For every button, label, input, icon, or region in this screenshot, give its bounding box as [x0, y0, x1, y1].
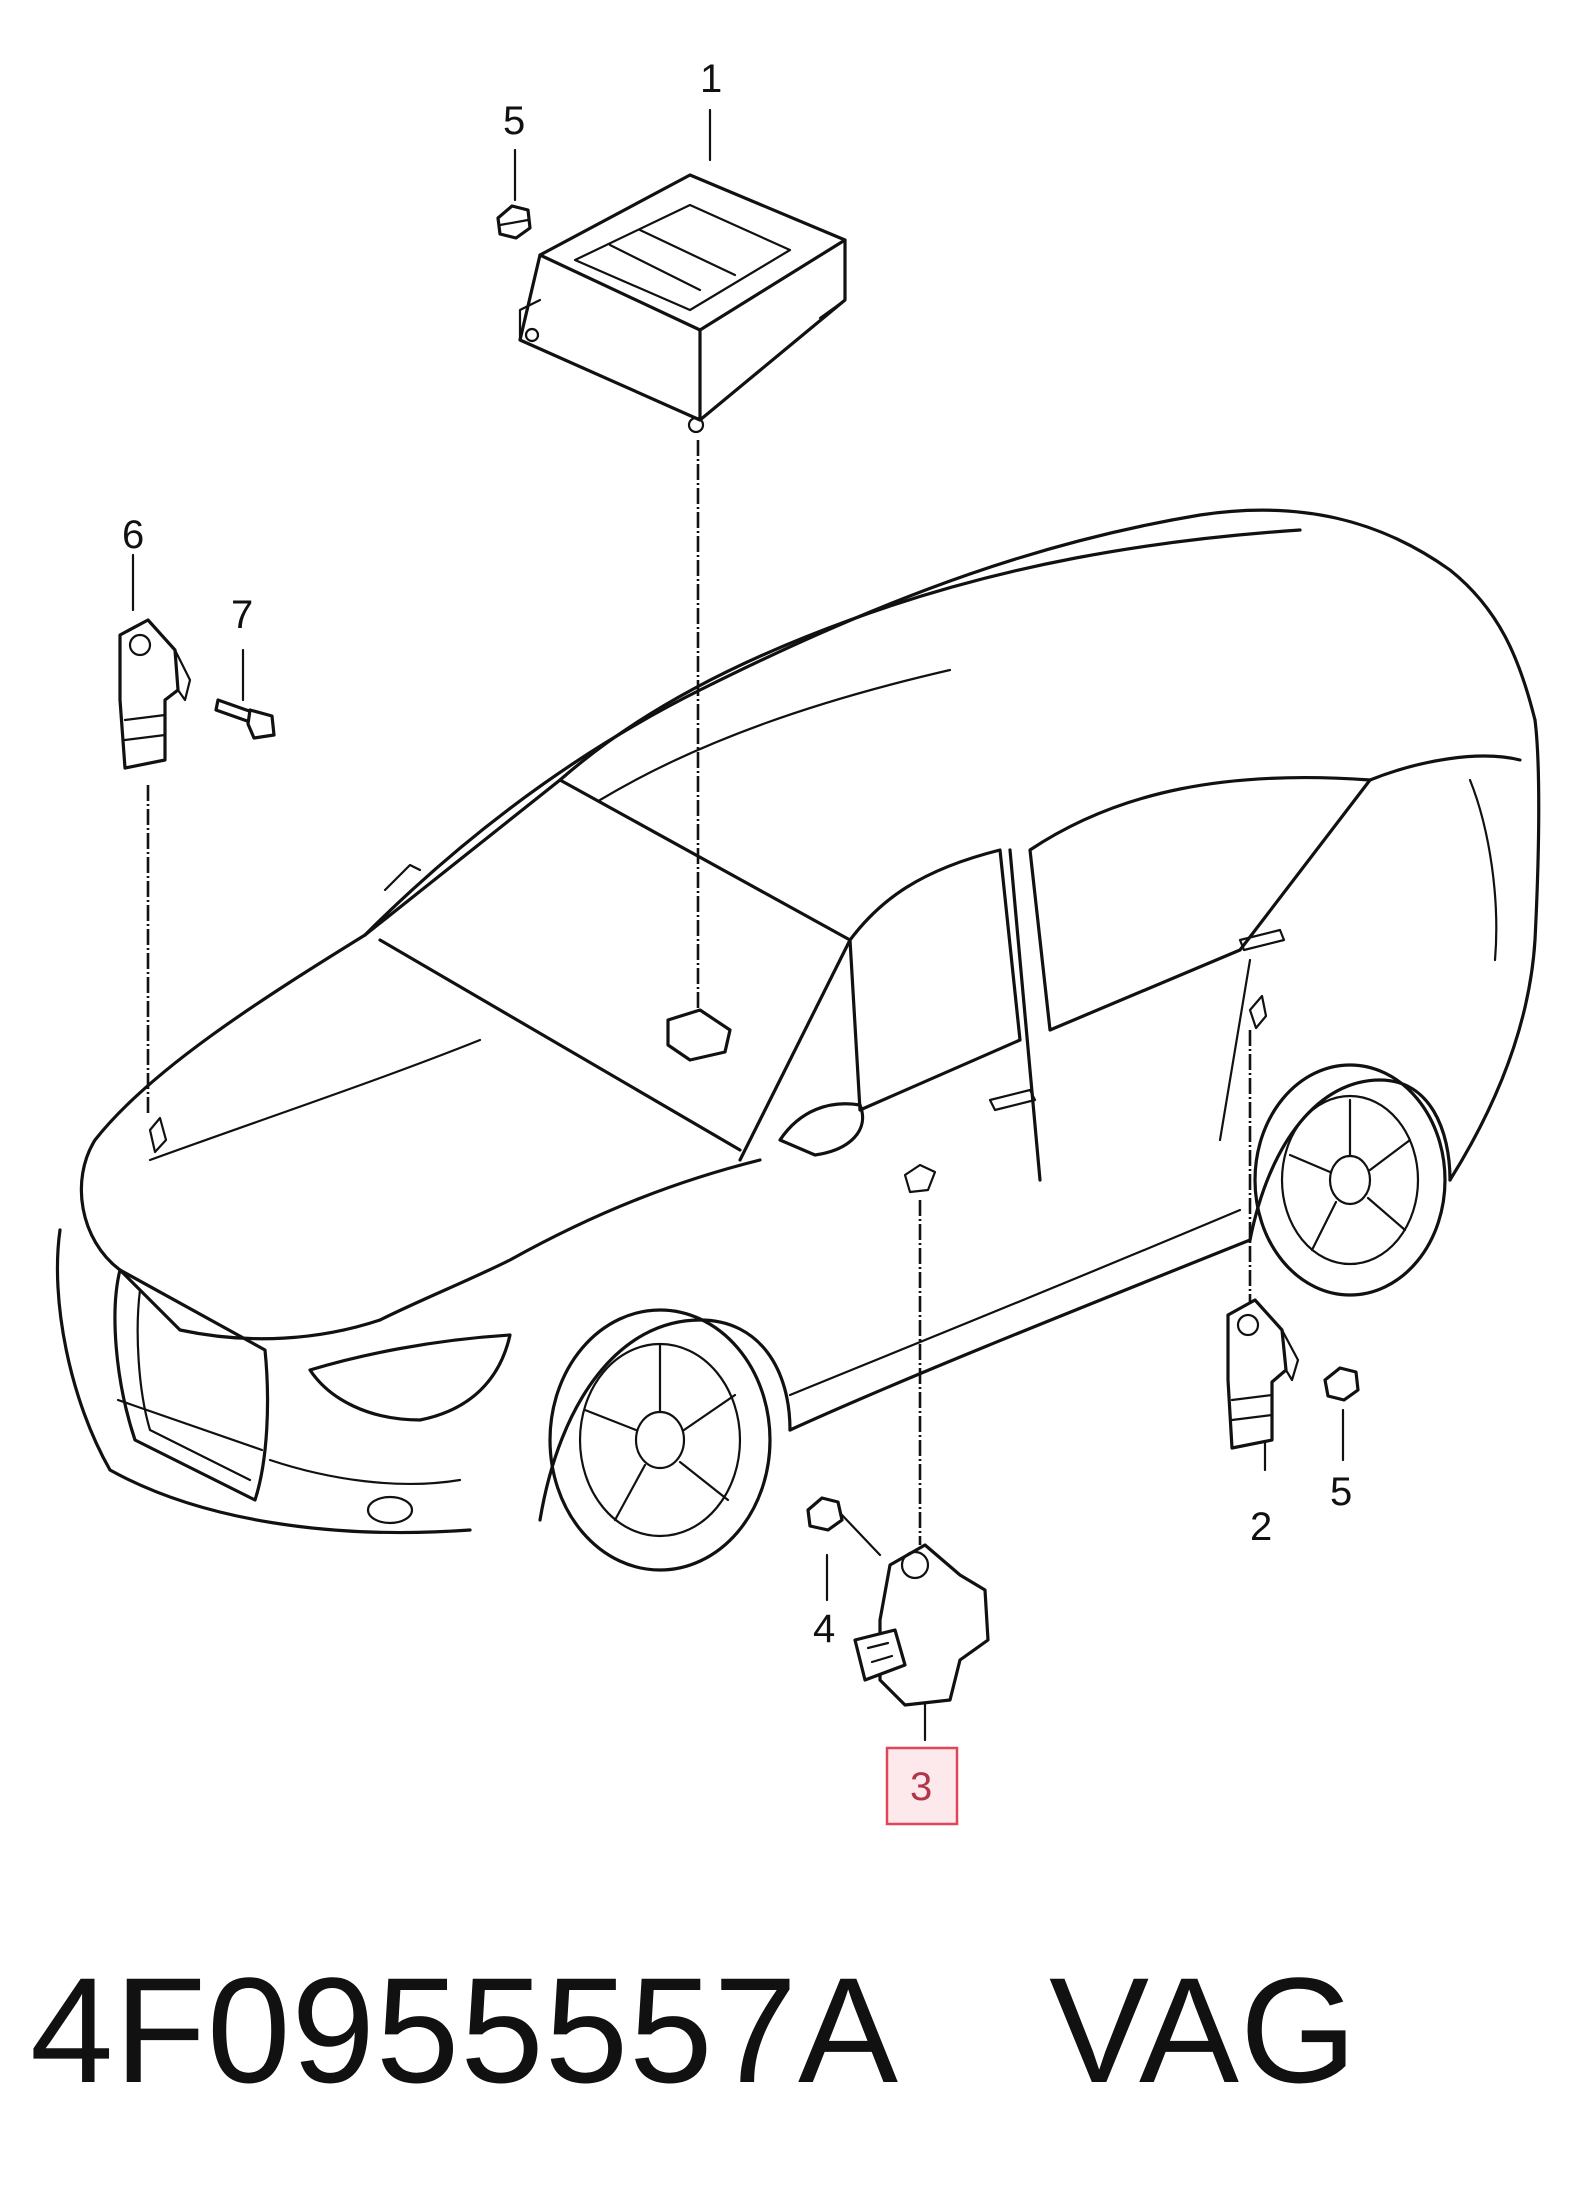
crash-sensor-part-6 [118, 618, 192, 770]
callout-4: 4 [813, 1607, 835, 1651]
callout-7: 7 [231, 593, 253, 637]
callout-1: 1 [700, 57, 722, 101]
nut-part-5-right [1323, 1366, 1360, 1402]
callout-3: 3 [910, 1765, 932, 1809]
nut-part-4 [806, 1496, 882, 1557]
callout-5-right: 5 [1330, 1470, 1352, 1514]
callout-2: 2 [1250, 1505, 1272, 1549]
part-number: 4F0955557A [30, 1946, 900, 2114]
part-number-caption: 4F0955557A VAG [30, 1930, 1570, 2130]
car-body [55, 508, 1541, 1572]
callout-6: 6 [122, 513, 144, 557]
highlight-box [885, 1746, 959, 1826]
airbag-control-unit [518, 173, 847, 434]
brand-name: VAG [1049, 1946, 1358, 2114]
exploded-parts-diagram: 1 5 6 7 2 5 4 3 [55, 57, 1541, 1826]
crash-sensor-part-2 [1226, 1298, 1300, 1450]
bolt-part-7 [214, 698, 276, 740]
nut-part-5-top [496, 204, 532, 240]
mounting-markers [148, 994, 1268, 1194]
crash-sensor-part-3 [853, 1543, 990, 1707]
callout-5-top: 5 [503, 99, 525, 143]
